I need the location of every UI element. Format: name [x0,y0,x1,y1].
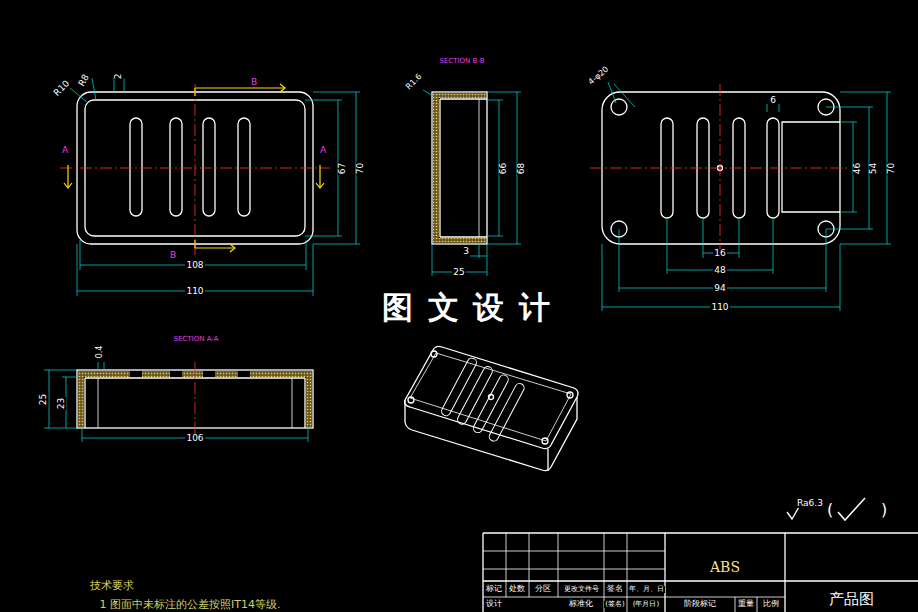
dimension: 16 [713,249,726,258]
note-text: 1 图面中未标注的公差按照IT14等级. [99,599,282,610]
section-mark: A [319,146,327,155]
dimension: 110 [185,287,204,296]
material: ABS [709,560,741,574]
section-title: SECTION B-B [439,58,486,65]
dimension: 70 [356,161,365,174]
dimension: 25 [39,392,48,405]
table-cell: (签名) [604,601,625,608]
table-cell: 年、月、日 [628,586,665,593]
watermark: 图 文 设 计 [381,292,553,323]
bracket: ( [826,502,834,518]
bracket: ) [880,502,888,518]
radius-dim: R10 [52,78,72,98]
dimension: 70 [887,161,896,174]
dimension: 46 [853,161,862,174]
section-mark: A [61,146,69,155]
table-cell: 比例 [762,600,780,608]
table-cell: (年月日) [632,601,660,608]
table-cell: 重量 [737,600,755,608]
dimension: 0.4 [96,345,104,360]
dimension: 54 [869,161,878,174]
drawing-type: 产品图 [828,592,875,607]
table-cell: 标准化 [568,600,594,608]
dimension: 68 [517,161,526,174]
dimension: 6 [769,96,777,105]
dimension: 106 [185,434,204,443]
table-cell: 处数 [508,585,526,593]
table-cell: 阶段标记 [683,600,717,608]
section-title: SECTION A-A [173,336,220,343]
dimension: 2 [114,72,123,80]
table-cell: 分区 [534,585,552,593]
dimension: 108 [185,261,204,270]
table-cell: 设计 [485,600,503,608]
hole-dim: 4-φ20 [587,65,612,87]
dimension: 67 [338,161,347,174]
dimension: 25 [452,268,465,277]
dimension: 66 [499,161,508,174]
roughness-value: Ra6.3 [796,499,824,508]
radius-dim: R8 [77,72,92,89]
table-cell: 签名 [606,585,624,593]
table-cell: 标记 [485,585,503,593]
section-mark: B [169,251,177,260]
note-heading: 技术要求 [89,580,135,591]
radius-dim: R1.6 [404,72,424,92]
dimension: 110 [710,303,729,312]
table-cell: 更改文件号 [563,586,600,593]
section-mark: B [250,78,258,87]
dimension: 3 [462,247,470,256]
dimension: 23 [57,396,66,409]
dimension: 48 [713,266,726,275]
dimension: 94 [713,284,726,293]
